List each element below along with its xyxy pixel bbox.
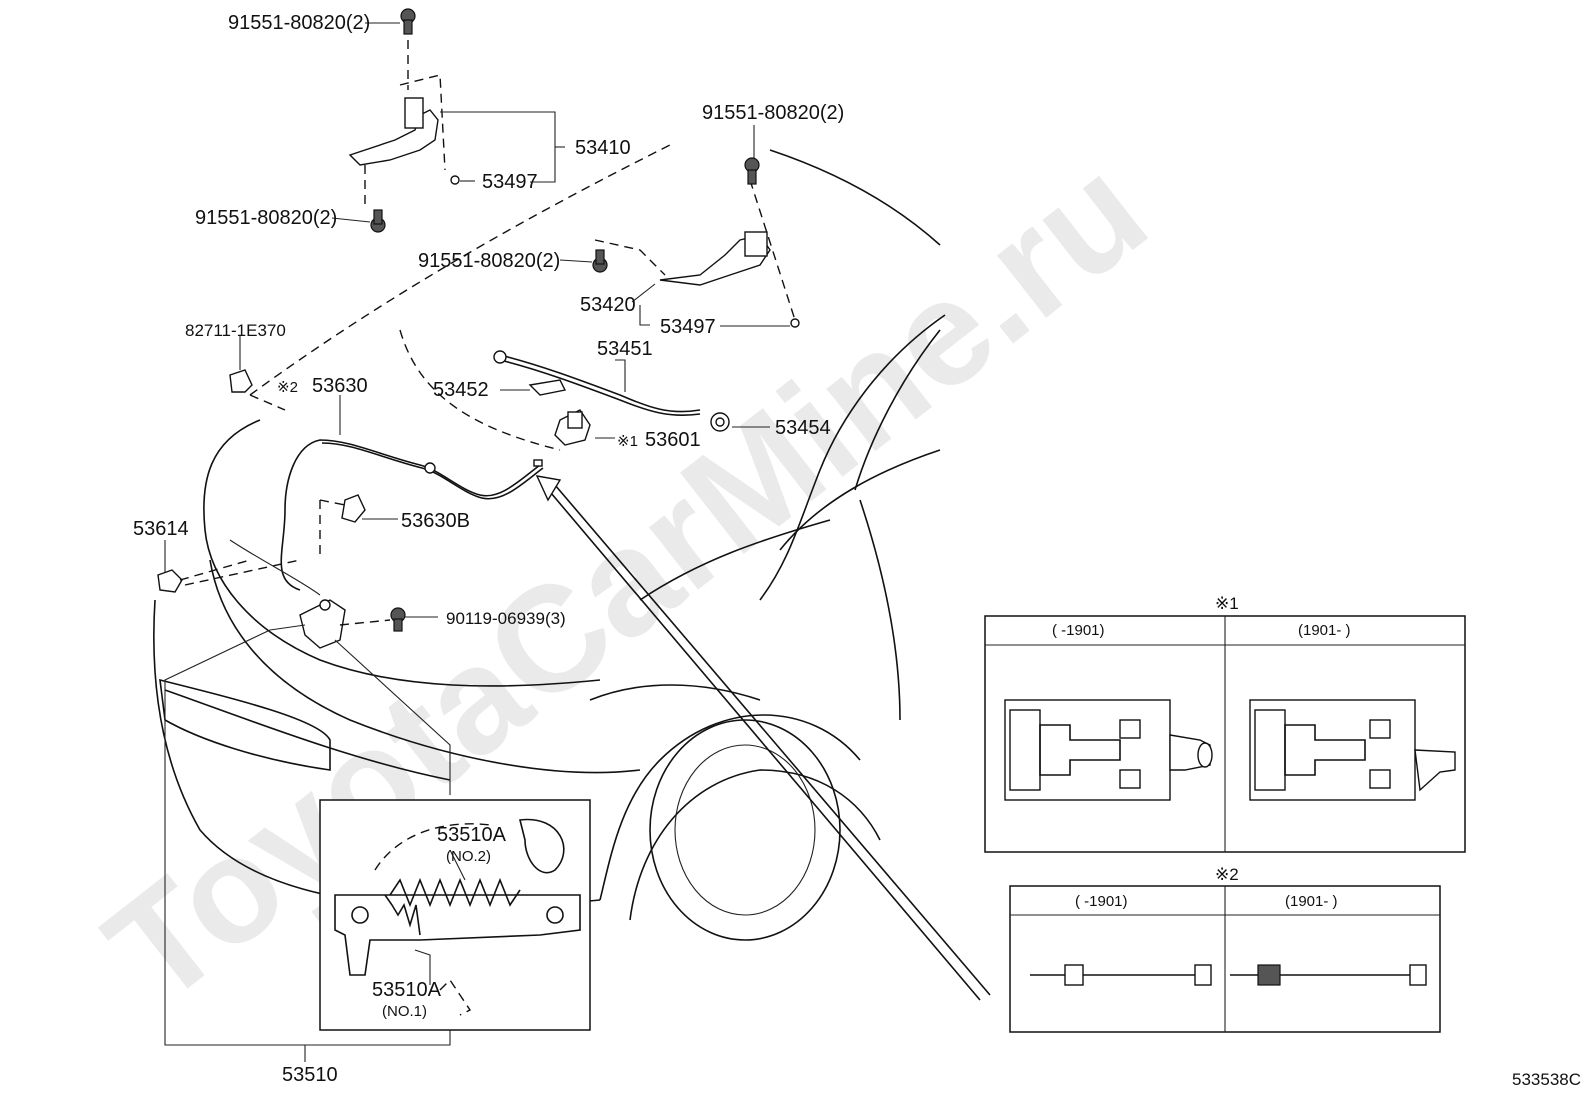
label-cable-clamp: 53630B — [401, 510, 470, 532]
detail-1-col-right: (1901- ) — [1298, 622, 1351, 639]
label-bolt-left: 91551-80820(2) — [195, 207, 337, 229]
hood-latch-part — [164, 539, 451, 1062]
label-rod-holder: 53452 — [433, 379, 489, 401]
label-bolt-top: 91551-80820(2) — [228, 12, 370, 34]
label-cushion-lh: 53497 — [482, 171, 538, 193]
detail-1-mark: ※1 — [1215, 594, 1239, 613]
cable-end-variant-old — [1030, 964, 1212, 986]
diagram-code: 533538C — [1512, 1070, 1581, 1089]
label-hinge-rh: 53420 — [580, 294, 636, 316]
label-hinge-lh: 53410 — [575, 137, 631, 159]
detail-box-2 — [1009, 885, 1441, 1033]
cable-end-variant-new — [1230, 964, 1427, 986]
support-rod-part — [493, 350, 730, 432]
pointer-arrow — [535, 475, 991, 1001]
label-switch: 53601 — [645, 429, 701, 451]
hinge-rh-part — [592, 157, 800, 328]
label-cable-mark: ※2 — [277, 379, 298, 396]
label-spring-no2-note: (NO.2) — [446, 848, 491, 865]
label-cable: 53630 — [312, 375, 368, 397]
detail-2-mark: ※2 — [1215, 865, 1239, 884]
detail-1-col-left: ( -1901) — [1052, 622, 1105, 639]
detail-2-col-right: (1901- ) — [1285, 893, 1338, 910]
label-support-rod: 53451 — [597, 338, 653, 360]
label-bolt-right-mid: 91551-80820(2) — [418, 250, 560, 272]
switch-variant-new — [1249, 699, 1456, 801]
detail-box-1 — [984, 615, 1466, 853]
car-body-outline — [153, 144, 946, 941]
hood-switch-part — [554, 409, 615, 446]
label-spring-no2: 53510A — [437, 824, 507, 846]
label-cushion-rh: 53497 — [660, 316, 716, 338]
label-latch-cover: 53614 — [133, 518, 189, 540]
label-clamp: 82711-1E370 — [185, 321, 286, 340]
label-latch-assy: 53510 — [282, 1064, 338, 1086]
switch-variant-old — [1004, 699, 1213, 801]
hinge-lh-part — [348, 8, 460, 233]
label-latch-bolt: 90119-06939(3) — [446, 609, 566, 628]
label-grommet: 53454 — [775, 417, 831, 439]
label-bolt-right-top: 91551-80820(2) — [702, 102, 844, 124]
cable-clamp-part — [319, 494, 398, 560]
latch-cover-part — [157, 540, 301, 593]
detail-2-col-left: ( -1901) — [1075, 893, 1128, 910]
label-spring-no1: 53510A — [372, 979, 442, 1001]
release-cable-part — [229, 335, 544, 591]
label-switch-mark: ※1 — [617, 433, 638, 450]
label-spring-no1-note: (NO.1) — [382, 1003, 427, 1020]
spring-detail-box — [319, 799, 591, 1031]
